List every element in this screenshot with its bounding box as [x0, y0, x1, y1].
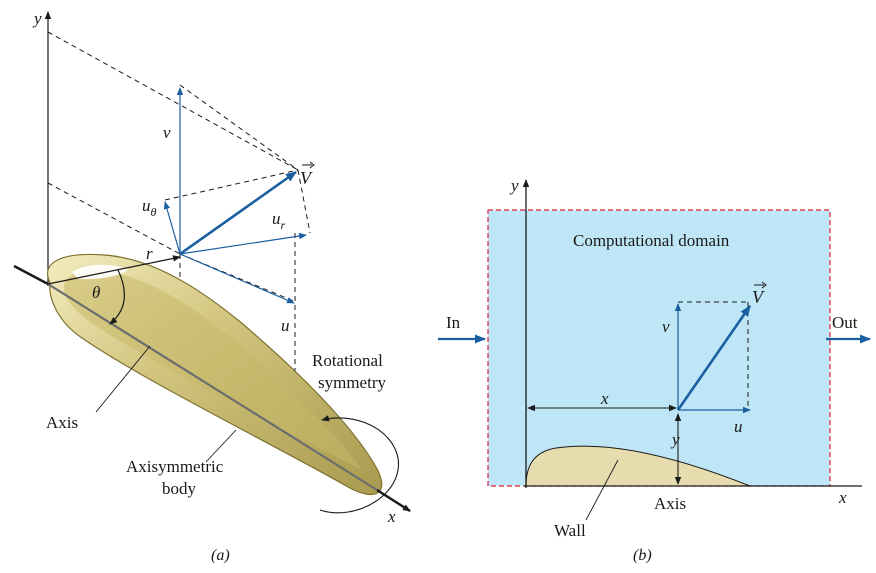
b-v-component-label: v [662, 317, 670, 336]
velocity-vector [179, 170, 297, 256]
panel-a-x-label: x [387, 507, 396, 526]
panel-b: Computational domain y x v u V x y In [438, 176, 871, 564]
panel-b-caption: (b) [633, 547, 652, 564]
computational-domain [487, 209, 831, 487]
theta-label: θ [92, 283, 100, 302]
wall-body [525, 445, 751, 487]
velocity-overarrow-icon [302, 161, 315, 169]
u-theta-label: uθ [142, 196, 157, 219]
x-dimension-label: x [600, 389, 609, 408]
b-velocity-overarrow-icon [754, 281, 767, 289]
panel-a: y x r θ v uθ ur [13, 9, 411, 564]
y-dimension-label: y [670, 430, 680, 449]
u-r-label: ur [272, 209, 286, 232]
b-velocity-vector [676, 305, 752, 411]
panel-a-x-axis-front [376, 488, 411, 513]
body-highlight [72, 264, 128, 280]
radius-label: r [146, 244, 153, 263]
b-velocity-label: V [752, 287, 765, 307]
panel-a-x-axis-back [13, 264, 49, 286]
u-component-arrow [179, 253, 295, 304]
wall-leader [585, 459, 619, 521]
symmetry-label: symmetry [318, 373, 386, 392]
panel-b-x-label: x [838, 488, 847, 507]
panel-a-caption: (a) [211, 547, 230, 564]
wall-label: Wall [554, 521, 586, 540]
axisymmetric-label: Axisymmetric [126, 457, 224, 476]
radius-vector [47, 255, 181, 285]
rotational-label: Rotational [312, 351, 383, 370]
v-component-label: v [163, 123, 171, 142]
rotation-arrow [319, 415, 399, 514]
body-leader [205, 429, 237, 463]
panel-a-axis-label: Axis [46, 413, 78, 432]
axis-leader [95, 345, 151, 413]
u-r-arrow [179, 232, 307, 255]
theta-arc [109, 269, 125, 325]
b-u-component-label: u [734, 417, 743, 436]
velocity-label: V [300, 168, 313, 188]
panel-b-y-label: y [509, 176, 519, 195]
panel-a-x-axis [47, 283, 378, 491]
body-label: body [162, 479, 197, 498]
body-inner-shade [63, 270, 363, 470]
in-label: In [446, 313, 461, 332]
panel-a-y-label: y [32, 9, 42, 28]
out-label: Out [832, 313, 858, 332]
panel-b-axis-label: Axis [654, 494, 686, 513]
u-component-label: u [281, 316, 290, 335]
domain-title: Computational domain [573, 231, 730, 250]
component-box [678, 301, 749, 410]
u-theta-arrow [163, 201, 181, 255]
